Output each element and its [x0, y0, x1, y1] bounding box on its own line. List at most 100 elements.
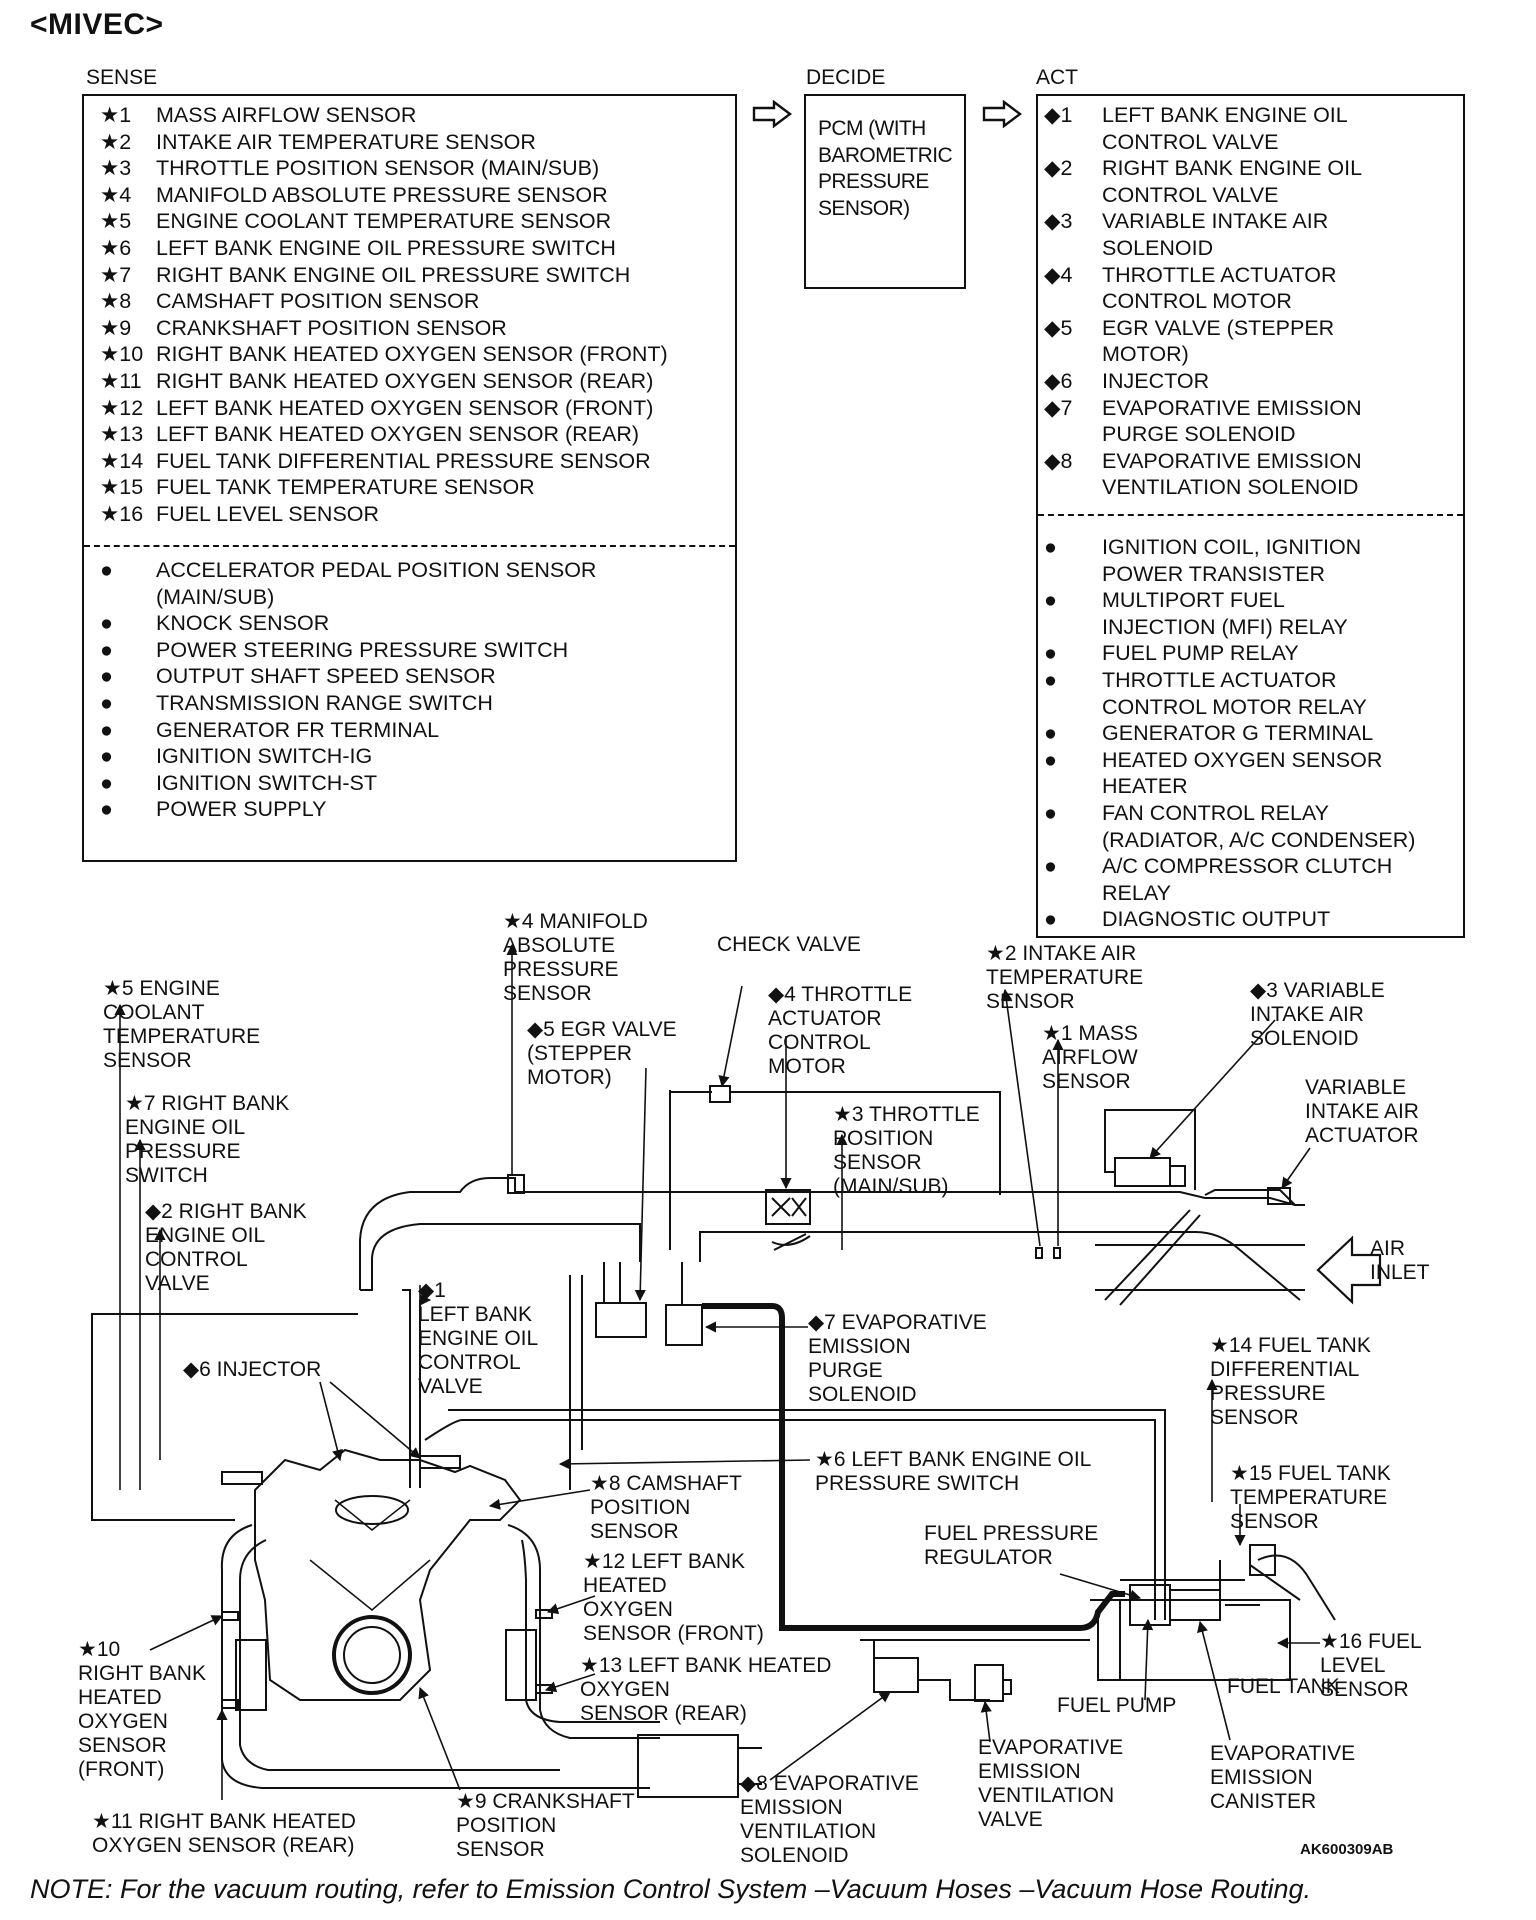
decide-header: DECIDE	[806, 66, 886, 89]
sense-item-text: FUEL TANK DIFFERENTIAL PRESSURE SENSOR	[156, 448, 651, 473]
diagram-label-fuel-tank-diff: DIFFERENTIAL	[1210, 1358, 1359, 1381]
arrow-right-icon	[982, 99, 1024, 133]
sense-divider	[84, 545, 735, 547]
act-other-item: ●FAN CONTROL RELAY	[1044, 800, 1415, 827]
check-valve	[709, 1085, 731, 1103]
diagram-label-left-oil-valve: VALVE	[418, 1375, 483, 1398]
act-other-item-text: THROTTLE ACTUATOR	[1102, 667, 1337, 692]
act-other-item-text: HEATED OXYGEN SENSOR	[1102, 747, 1383, 772]
act-item: PURGE SOLENOID	[1044, 421, 1362, 448]
act-other-item-text: CONTROL MOTOR RELAY	[1102, 694, 1367, 719]
air-inlet-arrow-icon	[1316, 1235, 1382, 1305]
sense-item-text: MANIFOLD ABSOLUTE PRESSURE SENSOR	[156, 182, 608, 207]
diagram-label-throttle-actuator: MOTOR	[768, 1055, 846, 1078]
fuel-tank-temperature-sensor	[1249, 1544, 1276, 1576]
pointer-egr	[634, 1067, 647, 1302]
diagram-label-fuel-level: ★16 FUEL	[1320, 1630, 1422, 1653]
diagram-label-air-inlet: AIR	[1370, 1237, 1405, 1260]
act-other-item-text: RELAY	[1102, 880, 1171, 905]
diagram-label-left-o2-rear: ★13 LEFT BANK HEATED	[580, 1654, 831, 1677]
diagram-label-evap-vent-valve: EVAPORATIVE	[978, 1736, 1123, 1759]
act-other-item-text: POWER TRANSISTER	[1102, 561, 1325, 586]
arrow-right-icon	[752, 99, 794, 133]
sense-item-text: LEFT BANK ENGINE OIL PRESSURE SWITCH	[156, 235, 616, 260]
diagram-label-left-o2-rear: SENSOR (REAR)	[580, 1702, 747, 1725]
egr-line	[669, 1090, 1001, 1250]
act-other-item-text: INJECTION (MFI) RELAY	[1102, 614, 1348, 639]
sense-header: SENSE	[86, 66, 158, 89]
act-other-item: HEATER	[1044, 773, 1415, 800]
evap-ventilation-valve	[974, 1664, 1004, 1702]
act-item-text: CONTROL VALVE	[1102, 182, 1279, 207]
sense-other-item-text: TRANSMISSION RANGE SWITCH	[156, 690, 493, 715]
diamond-icon: ◆4	[1044, 262, 1073, 287]
star-icon: ★2	[100, 129, 132, 154]
fuel-tank	[1119, 1599, 1291, 1681]
vacuum-routing-note: NOTE: For the vacuum routing, refer to E…	[30, 1874, 1312, 1904]
diagram-label-left-o2-rear: OXYGEN	[580, 1678, 670, 1701]
bullet-icon: ●	[1044, 907, 1057, 932]
diagram-label-camshaft: POSITION	[590, 1496, 690, 1519]
star-icon: ★9	[100, 315, 132, 340]
sense-item-text: MASS AIRFLOW SENSOR	[156, 103, 417, 127]
pointer-evap-vent-valve	[980, 1700, 992, 1743]
sense-other-item-text: IGNITION SWITCH-ST	[156, 770, 377, 795]
sense-other-item: ●IGNITION SWITCH-ST	[100, 770, 596, 797]
diagram-label-fuel-tank-temp: TEMPERATURE	[1230, 1486, 1387, 1509]
diagram-label-right-o2-front: HEATED	[78, 1686, 162, 1709]
bullet-icon: ●	[1044, 721, 1057, 746]
diagram-label-variable-intake-solenoid: INTAKE AIR	[1250, 1003, 1364, 1026]
sense-other-item: ●POWER STEERING PRESSURE SWITCH	[100, 637, 596, 664]
diamond-icon: ◆3	[1044, 209, 1073, 234]
bullet-icon: ●	[100, 637, 113, 662]
act-other-item: RELAY	[1044, 880, 1415, 907]
act-item: CONTROL MOTOR	[1044, 288, 1362, 315]
diagram-label-camshaft: SENSOR	[590, 1520, 679, 1543]
bullet-icon: ●	[1044, 588, 1057, 613]
right-rear-o2-sensor	[221, 1699, 239, 1709]
bullet-icon: ●	[100, 744, 113, 769]
diagram-label-egr-valve: ◆5 EGR VALVE	[527, 1018, 677, 1041]
act-other-item-text: MULTIPORT FUEL	[1102, 588, 1285, 613]
diagram-label-evap-vent-solenoid: SOLENOID	[740, 1844, 849, 1867]
diagram-label-right-o2-front: (FRONT)	[78, 1758, 164, 1781]
act-item-text: RIGHT BANK ENGINE OIL	[1102, 156, 1363, 181]
diamond-icon: ◆1	[1044, 103, 1073, 127]
diagram-label-mass-airflow: ★1 MASS	[1042, 1022, 1138, 1045]
evap-vent-line	[860, 1639, 1090, 1701]
act-item-text: CONTROL MOTOR	[1102, 289, 1292, 314]
evaporative-canister	[1169, 1589, 1221, 1621]
diagram-label-tps: ★3 THROTTLE	[833, 1103, 980, 1126]
act-other-item: (RADIATOR, A/C CONDENSER)	[1044, 827, 1415, 854]
sense-other-item-text: KNOCK SENSOR	[156, 611, 330, 636]
diagram-label-right-oil-valve: VALVE	[145, 1272, 210, 1295]
diagram-label-right-oil-valve: ◆2 RIGHT BANK	[145, 1200, 307, 1223]
diagram-label-right-oil-valve: ENGINE OIL	[145, 1224, 265, 1247]
pointer-check-valve	[718, 985, 743, 1088]
diagram-label-purge-solenoid: SOLENOID	[808, 1383, 917, 1406]
pointer-variable-solenoid	[1149, 1019, 1276, 1159]
pointer-iat	[1000, 988, 1041, 1247]
diagram-label-fuel-tank-temp: ★15 FUEL TANK	[1230, 1462, 1391, 1485]
diagram-label-evap-canister: EMISSION	[1210, 1766, 1313, 1789]
act-item: CONTROL VALVE	[1044, 129, 1362, 156]
act-item-text: LEFT BANK ENGINE OIL	[1102, 103, 1348, 127]
bullet-icon: ●	[1044, 854, 1057, 879]
bullet-icon: ●	[1044, 535, 1057, 559]
diagram-label-fuel-pump: FUEL PUMP	[1057, 1694, 1176, 1717]
diamond-icon: ◆7	[1044, 395, 1073, 420]
sense-other-item: ●OUTPUT SHAFT SPEED SENSOR	[100, 663, 596, 690]
diamond-icon: ◆2	[1044, 156, 1073, 181]
bullet-icon: ●	[1044, 641, 1057, 666]
diagram-label-fuel-tank-diff: PRESSURE	[1210, 1382, 1326, 1405]
fuel-line	[424, 1409, 1166, 1620]
